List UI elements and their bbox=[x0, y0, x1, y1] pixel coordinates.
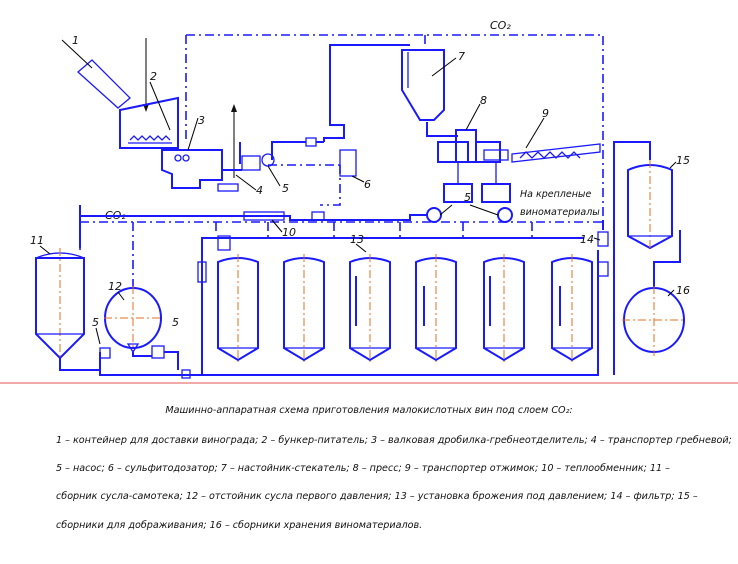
tank-to-press-line bbox=[426, 122, 458, 137]
svg-text:8: 8 bbox=[480, 94, 487, 107]
stem-conveyor: 4 bbox=[217, 174, 263, 197]
svg-text:6: 6 bbox=[364, 178, 371, 191]
svg-text:9: 9 bbox=[542, 107, 549, 120]
pomace-conveyor: 9 bbox=[511, 107, 601, 163]
svg-text:14: 14 bbox=[580, 233, 594, 246]
fermenter-supply-line bbox=[201, 237, 584, 375]
caption-title: Машинно-аппаратная схема приготовления м… bbox=[165, 405, 573, 416]
svg-text:2: 2 bbox=[150, 70, 157, 83]
crusher-destemmer: 3 bbox=[161, 114, 223, 189]
collector-16: 16 bbox=[622, 284, 690, 356]
svg-text:3: 3 bbox=[198, 114, 205, 127]
svg-text:10: 10 bbox=[282, 226, 296, 239]
press: 8 bbox=[437, 94, 509, 163]
svg-text:5: 5 bbox=[92, 316, 99, 329]
hopper-feeder: 2 bbox=[119, 70, 179, 149]
caption: Машинно-аппаратная схема приготовления м… bbox=[0, 396, 738, 564]
pumps-press: 5 bbox=[426, 191, 513, 223]
heat-exchanger: 10 bbox=[243, 211, 427, 239]
fermenter-pump bbox=[217, 235, 231, 251]
svg-text:12: 12 bbox=[108, 280, 122, 293]
svg-text:11: 11 bbox=[30, 234, 44, 247]
svg-text:15: 15 bbox=[676, 154, 690, 167]
svg-text:7: 7 bbox=[458, 50, 465, 63]
aging-note-line2: виноматериалы bbox=[520, 207, 600, 218]
svg-text:4: 4 bbox=[256, 184, 263, 197]
fermenter-filter bbox=[197, 261, 207, 283]
svg-text:16: 16 bbox=[676, 284, 690, 297]
co2-lines bbox=[79, 34, 604, 290]
press-collectors bbox=[443, 162, 511, 203]
bottom-valve bbox=[181, 369, 191, 379]
line-15-16 bbox=[653, 230, 681, 288]
must-line-up bbox=[323, 44, 410, 142]
grape-container: 1 bbox=[61, 34, 131, 109]
svg-text:1: 1 bbox=[72, 34, 79, 47]
draining-tank: 7 bbox=[401, 49, 465, 121]
right-transfer-line bbox=[602, 141, 651, 375]
filter-14: 14 bbox=[580, 231, 609, 277]
svg-text:5: 5 bbox=[282, 182, 289, 195]
caption-line: сборник сусла-самотека; 12 – отстойник с… bbox=[56, 491, 698, 502]
caption-line: 5 – насос; 6 – сульфитодозатор; 7 – наст… bbox=[56, 463, 670, 474]
settler-12: 12 bbox=[104, 280, 162, 354]
must-main-line bbox=[79, 205, 244, 248]
caption-line: сборники для дображивания; 16 – сборники… bbox=[56, 520, 423, 531]
svg-text:5: 5 bbox=[464, 191, 471, 204]
fermenters-13: 13 bbox=[217, 233, 593, 362]
pump-crusher: 5 bbox=[222, 137, 324, 195]
pumps-settler: 5 5 bbox=[59, 316, 179, 371]
caption-line: 1 – контейнер для доставки винограда; 2 … bbox=[56, 435, 732, 446]
svg-text:5: 5 bbox=[172, 316, 179, 329]
co2-label-top: CO₂ bbox=[490, 19, 511, 32]
svg-text:13: 13 bbox=[350, 233, 364, 246]
collector-15: 15 bbox=[627, 154, 690, 250]
aging-note-line1: На крепленые bbox=[520, 189, 591, 200]
bottom-distribution-line bbox=[99, 250, 599, 376]
process-diagram: CO₂ CO₂ 1 2 3 4 5 bbox=[0, 19, 738, 384]
sulfite-dozer: 6 bbox=[339, 149, 371, 191]
collector-11: 11 bbox=[30, 234, 85, 360]
